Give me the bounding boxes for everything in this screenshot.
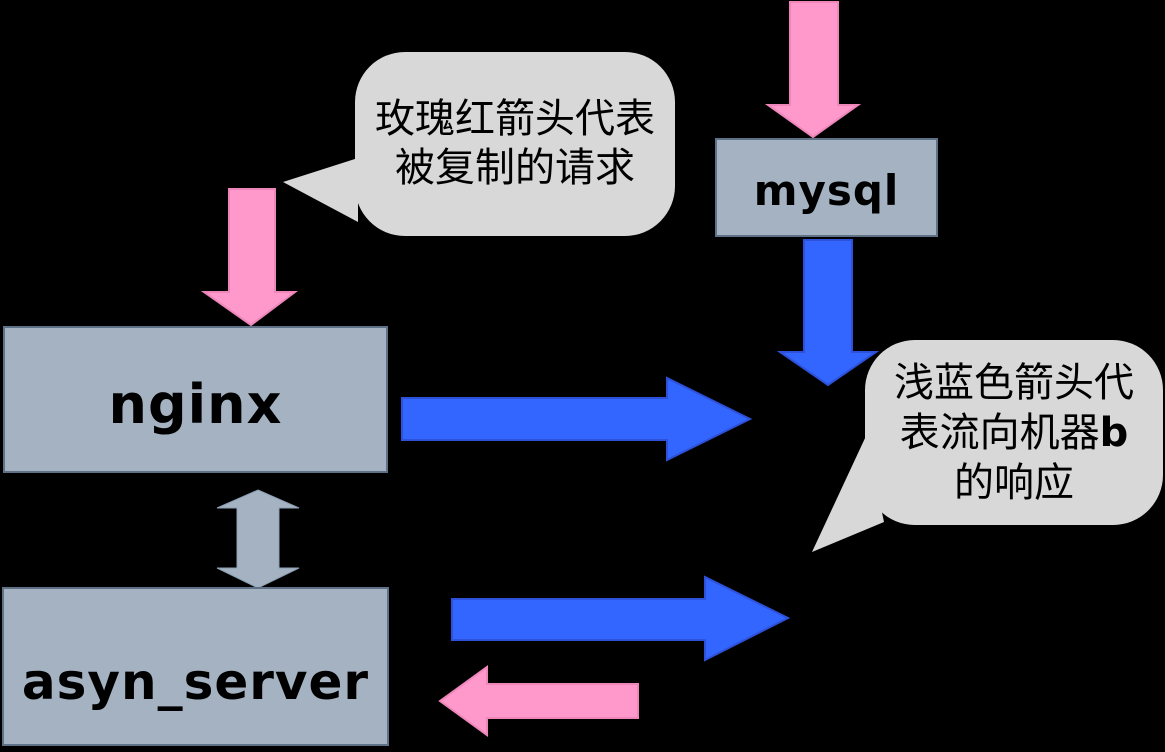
callout-blue-line-2-text: 表流向机器 [899, 409, 1100, 456]
callout-blue-machine-b: b [1099, 409, 1129, 456]
node-nginx-label: nginx [108, 373, 283, 436]
blue-arrow-from-asyn-server [451, 575, 791, 662]
blue-arrow-from-nginx [401, 376, 753, 462]
node-mysql-label: mysql [753, 166, 900, 215]
callout-blue-line-3: 的响应 [954, 459, 1074, 506]
callout-blue-line-2: 表流向机器b [900, 408, 1129, 458]
rose-arrow-into-mysql [764, 1, 862, 139]
callout-rose-tail [283, 158, 358, 222]
callout-blue-responses: 浅蓝色箭头代 表流向机器b 的响应 [865, 340, 1163, 525]
callout-rose-line-1: 玫瑰红箭头代表 [375, 96, 655, 143]
rose-arrow-into-asyn-server [438, 665, 639, 737]
callout-rose-line-2: 被复制的请求 [395, 145, 635, 191]
node-mysql: mysql [715, 138, 938, 237]
node-nginx: nginx [3, 326, 388, 473]
callout-blue-line-1: 浅蓝色箭头代 [894, 359, 1134, 406]
rose-arrow-into-nginx [200, 188, 298, 327]
node-asyn-server: asyn_server [2, 587, 389, 746]
node-asyn-server-label: asyn_server [21, 652, 370, 711]
gray-link-nginx-asyn-server [216, 489, 300, 589]
blue-arrow-from-mysql [776, 239, 880, 387]
callout-rose-requests: 玫瑰红箭头代表 被复制的请求 [355, 52, 675, 236]
